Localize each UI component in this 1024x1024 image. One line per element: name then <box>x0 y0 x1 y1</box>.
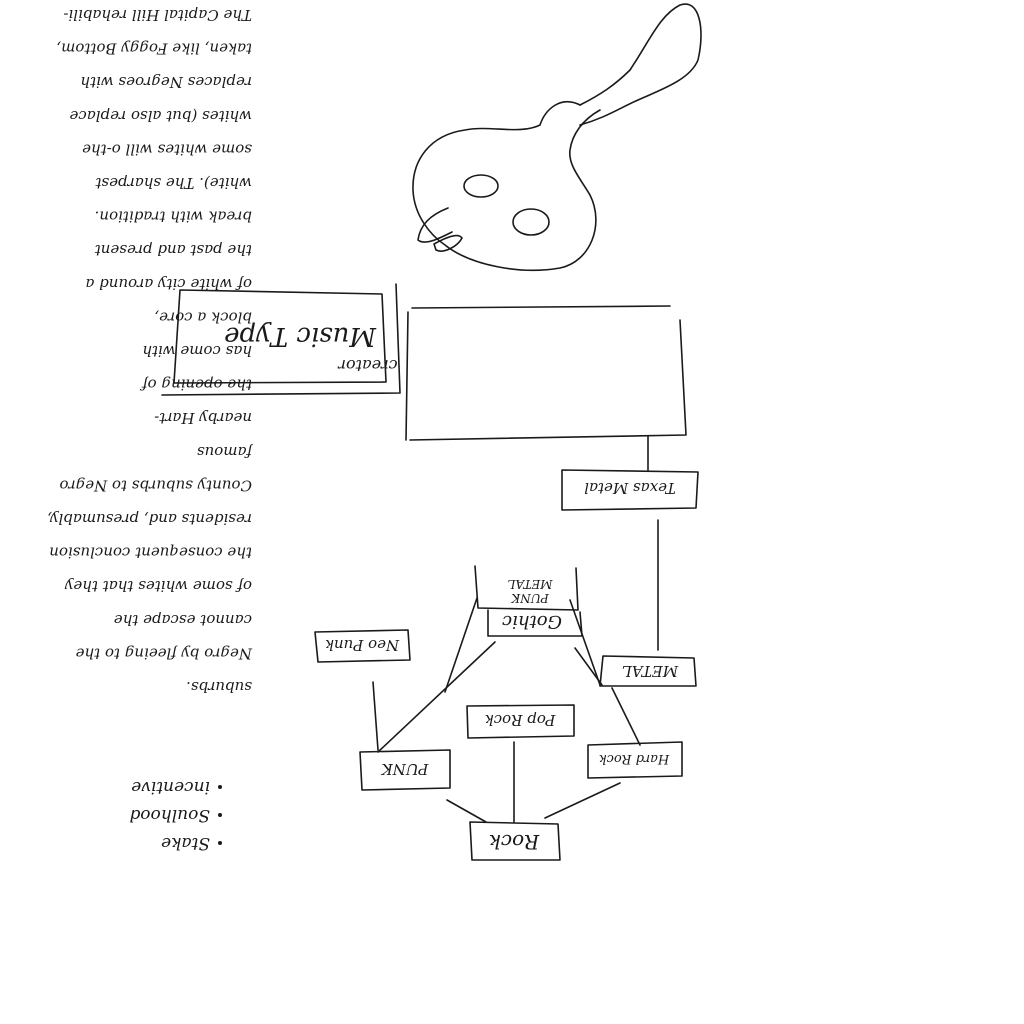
genre-punk-label: PUNK <box>510 591 549 605</box>
genre-gothic-punk-metal: PUNK METAL Gothic <box>474 565 583 637</box>
note-line: suburbs. <box>186 678 252 696</box>
genre-rock: Rock <box>469 821 561 861</box>
genre-texas-metal: Texas Metal <box>561 469 699 511</box>
note-line: replaces Negroes with <box>80 73 252 91</box>
note-line: County suburbs to Negro <box>59 476 252 494</box>
note-line: residents and, presumably, <box>47 510 252 528</box>
guitar-sketch <box>412 3 702 271</box>
genre-pop-rock-label: Pop Rock <box>485 711 557 729</box>
note-line: Negro by fleeing to the <box>75 644 253 662</box>
sound-hole-2 <box>512 208 550 236</box>
genre-punk: PUNK <box>359 749 451 791</box>
genre-hard-rock: Hard Rock <box>587 741 683 779</box>
connector-lines <box>372 435 659 823</box>
genre-metal-sub-label: METAL <box>507 577 553 591</box>
note-line: The Capital Hill rehabili- <box>63 6 252 24</box>
genre-metal: METAL <box>599 655 697 687</box>
genre-hard-rock-label: Hard Rock <box>599 751 671 766</box>
note-line: the past and present <box>94 241 252 259</box>
note-line: the opening of <box>140 376 252 394</box>
note-line: cannot escape the <box>114 611 252 629</box>
genre-pop-rock: Pop Rock <box>466 704 575 739</box>
genre-metal-label: METAL <box>622 662 679 680</box>
note-line: white). The sharpest <box>94 174 252 192</box>
note-line: of some whites that they <box>64 577 252 595</box>
genre-punk-box-label: PUNK <box>381 760 430 778</box>
note-line: whites (but also replace <box>69 107 252 125</box>
genre-neo-punk-label: Neo Punk <box>325 636 400 654</box>
bullet-dot <box>218 841 222 845</box>
note-line: of white city around a <box>85 275 252 293</box>
bullet-item: Stake <box>161 833 210 853</box>
bullet-dot <box>218 785 222 789</box>
music-type-title: Music Type <box>224 321 377 351</box>
genre-gothic-label: Gothic <box>502 611 562 632</box>
note-line: famous <box>197 443 253 461</box>
bullet-dot <box>218 813 222 817</box>
note-line: nearby Hart- <box>154 409 252 427</box>
bullet-item: Soulhood <box>129 805 210 825</box>
note-line: break with tradition. <box>95 208 252 226</box>
handwritten-notes: suburbs. Negro by fleeing to the cannot es… <box>47 6 253 696</box>
note-line: has come with <box>142 342 252 360</box>
note-line: taken, like Foggy Bottom, <box>56 40 252 58</box>
bullet-list: Stake Soulhood incentive <box>129 777 222 853</box>
genre-neo-punk: Neo Punk <box>314 629 411 663</box>
sound-hole-1 <box>463 174 499 198</box>
music-type-box: Music Type creator <box>161 283 401 396</box>
note-line: the consequent conclusion <box>49 544 252 562</box>
bullet-item: incentive <box>131 777 210 797</box>
empty-box <box>405 305 687 441</box>
note-line: some whites will o-the <box>82 140 252 158</box>
genre-texas-metal-label: Texas Metal <box>584 479 676 497</box>
music-type-subtitle: creator <box>337 356 398 375</box>
genre-rock-label: Rock <box>489 830 540 854</box>
